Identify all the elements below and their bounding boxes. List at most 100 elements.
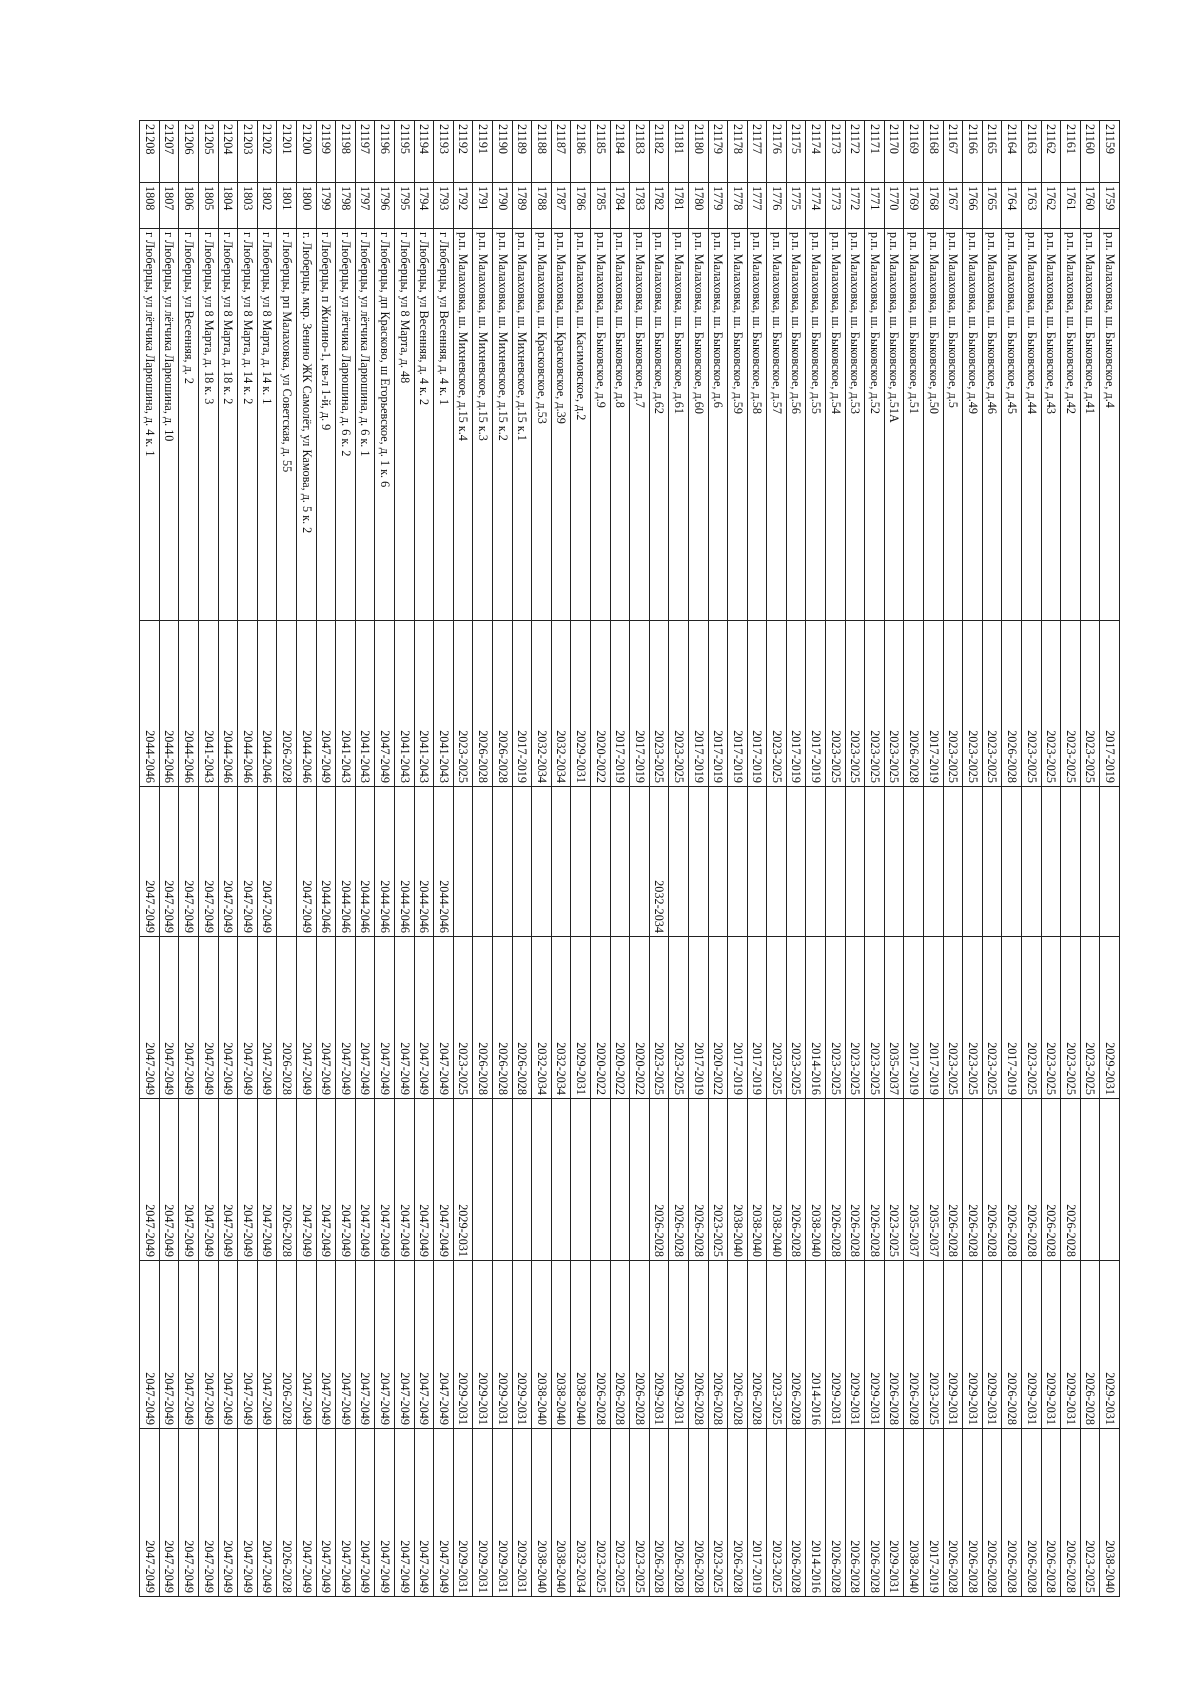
address-cell: г Люберцы, ул Весенняя, д. 4 к. 2 <box>414 228 434 621</box>
period-cell-6: 2047-2049 <box>394 1428 415 1597</box>
period-cell-5: 2026-2028 <box>1080 1260 1100 1429</box>
period-cell-4: 2029-2031 <box>453 1098 473 1261</box>
row-number-cell: 1802 <box>257 182 277 229</box>
record-id-cell: 21168 <box>923 120 944 183</box>
period-cell-3: 2023-2025 <box>962 936 983 1099</box>
period-cell-2: 2044-2046 <box>316 786 336 937</box>
period-cell-3: 2023-2025 <box>786 936 806 1099</box>
period-cell-5: 2026-2028 <box>629 1260 650 1429</box>
period-cell-5: 2029-2031 <box>649 1260 669 1429</box>
address-cell: г Люберцы, ул 8 Марта, д. 14 к. 1 <box>257 228 277 621</box>
period-cell-4: 2047-2049 <box>335 1098 356 1261</box>
period-cell-2: 2047-2049 <box>139 786 160 937</box>
address-cell: р.п. Малаховка, ш. Михневское, д.15 к.3 <box>472 228 493 621</box>
period-cell-3: 2017-2019 <box>747 936 767 1099</box>
period-cell-3: 2017-2019 <box>903 936 924 1099</box>
address-cell: р.п. Малаховка, ш. Быковское, д.5 <box>943 228 963 621</box>
period-cell-2 <box>629 786 650 937</box>
period-cell-4: 2026-2028 <box>688 1098 709 1261</box>
row-number-cell: 1786 <box>570 182 591 229</box>
period-cell-6: 2047-2049 <box>237 1428 258 1597</box>
period-cell-6: 2047-2049 <box>139 1428 160 1597</box>
address-cell: г Люберцы, дп Красково, ш Егорьевское, д… <box>374 228 395 621</box>
period-cell-3: 2047-2049 <box>414 936 434 1099</box>
record-id-cell: 21182 <box>649 120 669 183</box>
period-cell-6: 2026-2028 <box>825 1428 846 1597</box>
period-cell-4 <box>590 1098 611 1261</box>
record-id-cell: 21205 <box>198 120 219 183</box>
record-id-cell: 21179 <box>708 120 728 183</box>
period-cell-2 <box>845 786 865 937</box>
period-cell-5: 2047-2049 <box>374 1260 395 1429</box>
address-cell: р.п. Малаховка, ш. Быковское, д.59 <box>727 228 748 621</box>
period-cell-4: 2026-2028 <box>1001 1098 1022 1261</box>
period-cell-4: 2047-2049 <box>316 1098 336 1261</box>
period-cell-1: 2044-2046 <box>139 620 160 787</box>
period-cell-6: 2029-2031 <box>492 1428 513 1597</box>
period-cell-4 <box>472 1098 493 1261</box>
row-number-cell: 1800 <box>296 182 317 229</box>
period-cell-2 <box>786 786 806 937</box>
record-id-cell: 21174 <box>806 120 826 183</box>
address-cell: р.п. Малаховка, ш. Быковское, д.55 <box>806 228 826 621</box>
period-cell-4: 2026-2028 <box>1021 1098 1042 1261</box>
address-cell: г Люберцы, ул Весенняя, д. 2 <box>179 228 199 621</box>
period-cell-4: 2047-2049 <box>198 1098 219 1261</box>
period-cell-3: 2023-2025 <box>649 936 669 1099</box>
period-cell-5: 2026-2028 <box>786 1260 806 1429</box>
period-cell-1: 2023-2025 <box>1060 620 1081 787</box>
address-cell: г Люберцы, ул Весенняя, д. 4 к. 1 <box>433 228 454 621</box>
row-number-cell: 1806 <box>179 182 199 229</box>
period-cell-5: 2047-2049 <box>394 1260 415 1429</box>
period-cell-4 <box>629 1098 650 1261</box>
period-cell-1: 2017-2019 <box>688 620 709 787</box>
period-cell-1: 2032-2034 <box>551 620 571 787</box>
row-number-cell: 1797 <box>355 182 375 229</box>
period-cell-1: 2017-2019 <box>923 620 944 787</box>
period-cell-2: 2047-2049 <box>179 786 199 937</box>
period-cell-2 <box>825 786 846 937</box>
period-cell-3: 2023-2025 <box>1060 936 1081 1099</box>
period-cell-3: 2026-2028 <box>512 936 532 1099</box>
address-cell: р.п. Малаховка, ш. Красковское, д.53 <box>531 228 552 621</box>
row-number-cell: 1763 <box>1021 182 1042 229</box>
record-id-cell: 21170 <box>884 120 904 183</box>
period-cell-5: 2047-2049 <box>414 1260 434 1429</box>
period-cell-6: 2038-2040 <box>1099 1428 1120 1597</box>
period-cell-2 <box>943 786 963 937</box>
period-cell-3: 2020-2022 <box>610 936 630 1099</box>
period-cell-6: 2023-2025 <box>590 1428 611 1597</box>
period-cell-5: 2029-2031 <box>1060 1260 1081 1429</box>
period-cell-5: 2026-2028 <box>884 1260 904 1429</box>
period-cell-2 <box>1080 786 1100 937</box>
period-cell-4: 2047-2049 <box>394 1098 415 1261</box>
row-number-cell: 1766 <box>962 182 983 229</box>
period-cell-3: 2023-2025 <box>845 936 865 1099</box>
row-number-cell: 1767 <box>943 182 963 229</box>
period-cell-2 <box>512 786 532 937</box>
period-cell-2 <box>1041 786 1061 937</box>
period-cell-2: 2047-2049 <box>257 786 277 937</box>
period-cell-2 <box>570 786 591 937</box>
period-cell-5: 2047-2049 <box>159 1260 179 1429</box>
period-cell-6: 2038-2040 <box>531 1428 552 1597</box>
period-cell-2 <box>1001 786 1022 937</box>
period-cell-6: 2026-2028 <box>943 1428 963 1597</box>
record-id-cell: 21189 <box>512 120 532 183</box>
period-cell-5: 2026-2028 <box>708 1260 728 1429</box>
period-cell-2 <box>453 786 473 937</box>
